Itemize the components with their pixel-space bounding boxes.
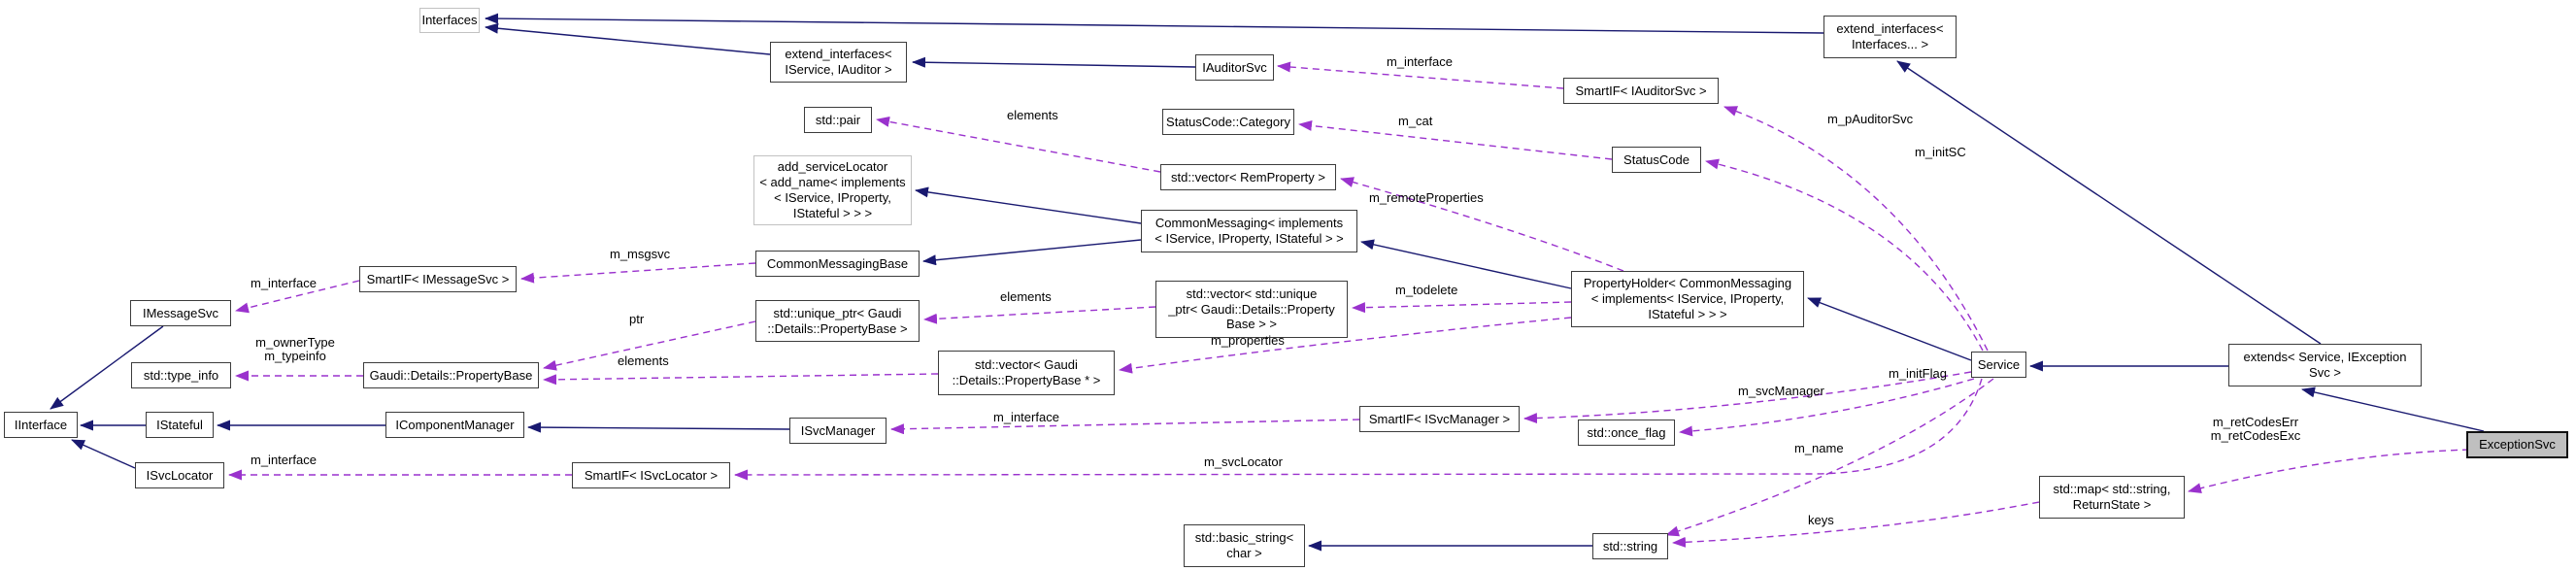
node-vector-remproperty[interactable]: std::vector< RemProperty >: [1160, 164, 1336, 190]
node-extend-interfaces-interfaces[interactable]: extend_interfaces< Interfaces... >: [1823, 16, 1957, 58]
node-extends-service-iexceptionsvc[interactable]: extends< Service, IException Svc >: [2228, 344, 2422, 386]
node-std-string[interactable]: std::string: [1592, 533, 1668, 559]
edge-label-ptr: ptr: [629, 312, 645, 326]
edge-label-m-interface-auditorsvc: m_interface: [1387, 54, 1453, 69]
node-std-type-info[interactable]: std::type_info: [131, 362, 231, 388]
edge-vector-uniqueptr-to-uniqueptr: [923, 306, 1156, 324]
edge-label-elements-propertybase: elements: [618, 353, 669, 368]
node-exceptionsvc[interactable]: ExceptionSvc: [2466, 431, 2568, 458]
edge-label-m-initsc: m_initSC: [1915, 145, 1966, 159]
edge-label-m-ownertype-typeinfo: m_ownerType m_typeinfo: [255, 335, 335, 364]
node-propertyholder[interactable]: PropertyHolder< CommonMessaging < implem…: [1571, 271, 1804, 327]
edge-propertyholder-to-vector-uniqueptr: [1352, 301, 1572, 314]
edge-label-m-msgsvc: m_msgsvc: [610, 247, 671, 261]
node-iauditorsvc[interactable]: IAuditorSvc: [1195, 54, 1274, 81]
edge-commonmessaging-to-addservicelocator: [915, 186, 1142, 224]
node-commonmessaging[interactable]: CommonMessaging< implements < IService, …: [1141, 210, 1357, 252]
edge-label-elements-uniqueptr: elements: [1000, 289, 1052, 304]
node-vector-propertybase-ptr[interactable]: std::vector< Gaudi ::Details::PropertyBa…: [938, 351, 1115, 395]
edge-label-m-interface-isvcmanager: m_interface: [993, 410, 1059, 424]
edge-extendif1-to-interfaces: [485, 22, 771, 55]
edge-label-m-interface-isvclocator: m_interface: [251, 453, 317, 467]
edge-smartif-isvcmanager-to-isvcmanager: [890, 419, 1360, 435]
node-add-servicelocator[interactable]: add_serviceLocator < add_name< implement…: [753, 155, 912, 225]
node-icomponentmanager[interactable]: IComponentManager: [385, 412, 524, 438]
edge-exceptionsvc-to-extends: [2301, 386, 2485, 432]
edge-stdmap-to-stdstring: [1672, 501, 2040, 548]
node-service[interactable]: Service: [1971, 352, 2026, 378]
edge-label-m-initflag: m_initFlag: [1889, 366, 1947, 381]
edge-propertyholder-to-commonmessaging: [1360, 239, 1572, 289]
edge-vector-remproperty-to-stdpair: [876, 116, 1161, 173]
edge-vector-pbptr-to-propertybase: [543, 373, 939, 386]
edge-label-m-name: m_name: [1794, 441, 1844, 455]
node-std-map-returnstate[interactable]: std::map< std::string, ReturnState >: [2039, 476, 2185, 519]
edge-label-m-cat: m_cat: [1398, 114, 1433, 128]
edge-label-m-remoteproperties: m_remoteProperties: [1369, 190, 1484, 205]
edge-label-m-svclocator: m_svcLocator: [1204, 454, 1283, 469]
edge-smartif-iauditorsvc-to-iauditorsvc: [1277, 61, 1564, 89]
edge-extendif2-to-interfaces: [485, 13, 1824, 34]
edge-service-to-onceflag: [1679, 378, 1975, 437]
edge-label-m-svcmanager: m_svcManager: [1738, 384, 1824, 398]
node-vector-unique-ptr-propertybase[interactable]: std::vector< std::unique _ptr< Gaudi::De…: [1155, 281, 1348, 338]
node-commonmessagingbase[interactable]: CommonMessagingBase: [755, 251, 920, 277]
node-isvcmanager[interactable]: ISvcManager: [789, 418, 887, 444]
node-iinterface[interactable]: IInterface: [4, 412, 78, 438]
edge-service-to-stdstring: [1665, 378, 1994, 537]
node-std-once-flag[interactable]: std::once_flag: [1578, 420, 1675, 446]
node-imessagesvc[interactable]: IMessageSvc: [130, 300, 231, 326]
edge-commonmessagingbase-to-smartif-imessagesvc: [520, 262, 756, 284]
node-istateful[interactable]: IStateful: [146, 412, 214, 438]
edge-isvcmanager-to-icomponentmanager: [527, 421, 790, 433]
node-smartif-isvclocator[interactable]: SmartIF< ISvcLocator >: [572, 462, 730, 488]
edge-label-m-properties: m_properties: [1211, 333, 1285, 348]
edge-iauditorsvc-to-extendif1: [912, 56, 1196, 68]
node-extend-interfaces-iservice-iauditor[interactable]: extend_interfaces< IService, IAuditor >: [770, 42, 907, 83]
node-interfaces[interactable]: Interfaces: [419, 8, 480, 33]
node-unique-ptr-propertybase[interactable]: std::unique_ptr< Gaudi ::Details::Proper…: [755, 300, 920, 342]
edge-isvclocator-to-iinterface: [71, 439, 136, 469]
node-smartif-iauditorsvc[interactable]: SmartIF< IAuditorSvc >: [1563, 78, 1719, 104]
node-std-basic-string-char[interactable]: std::basic_string< char >: [1184, 524, 1305, 567]
node-smartif-isvcmanager[interactable]: SmartIF< ISvcManager >: [1359, 406, 1520, 432]
node-statuscode-category[interactable]: StatusCode::Category: [1162, 109, 1294, 135]
edge-statuscode-to-category: [1298, 119, 1613, 160]
edge-label-m-todelete: m_todelete: [1395, 283, 1458, 297]
node-isvclocator[interactable]: ISvcLocator: [135, 462, 224, 488]
node-smartif-imessagesvc[interactable]: SmartIF< IMessageSvc >: [359, 266, 517, 292]
edge-label-elements-pair: elements: [1007, 108, 1058, 122]
edge-label-m-retcodes: m_retCodesErr m_retCodesExc: [2210, 415, 2301, 444]
node-statuscode[interactable]: StatusCode: [1612, 147, 1701, 173]
edge-commonmessaging-to-commonmessagingbase: [922, 239, 1142, 266]
edge-label-keys: keys: [1808, 513, 1834, 527]
edge-exceptionsvc-to-stdmap: [2188, 449, 2470, 494]
edge-label-m-pauditorsvc: m_pAuditorSvc: [1827, 112, 1914, 126]
edge-service-to-propertyholder: [1807, 297, 1972, 361]
node-std-pair[interactable]: std::pair: [804, 107, 872, 133]
edge-label-m-interface-imessagesvc: m_interface: [251, 276, 317, 290]
edge-extends-to-extendif2: [1896, 60, 2322, 345]
node-gaudi-details-propertybase[interactable]: Gaudi::Details::PropertyBase: [363, 362, 539, 388]
